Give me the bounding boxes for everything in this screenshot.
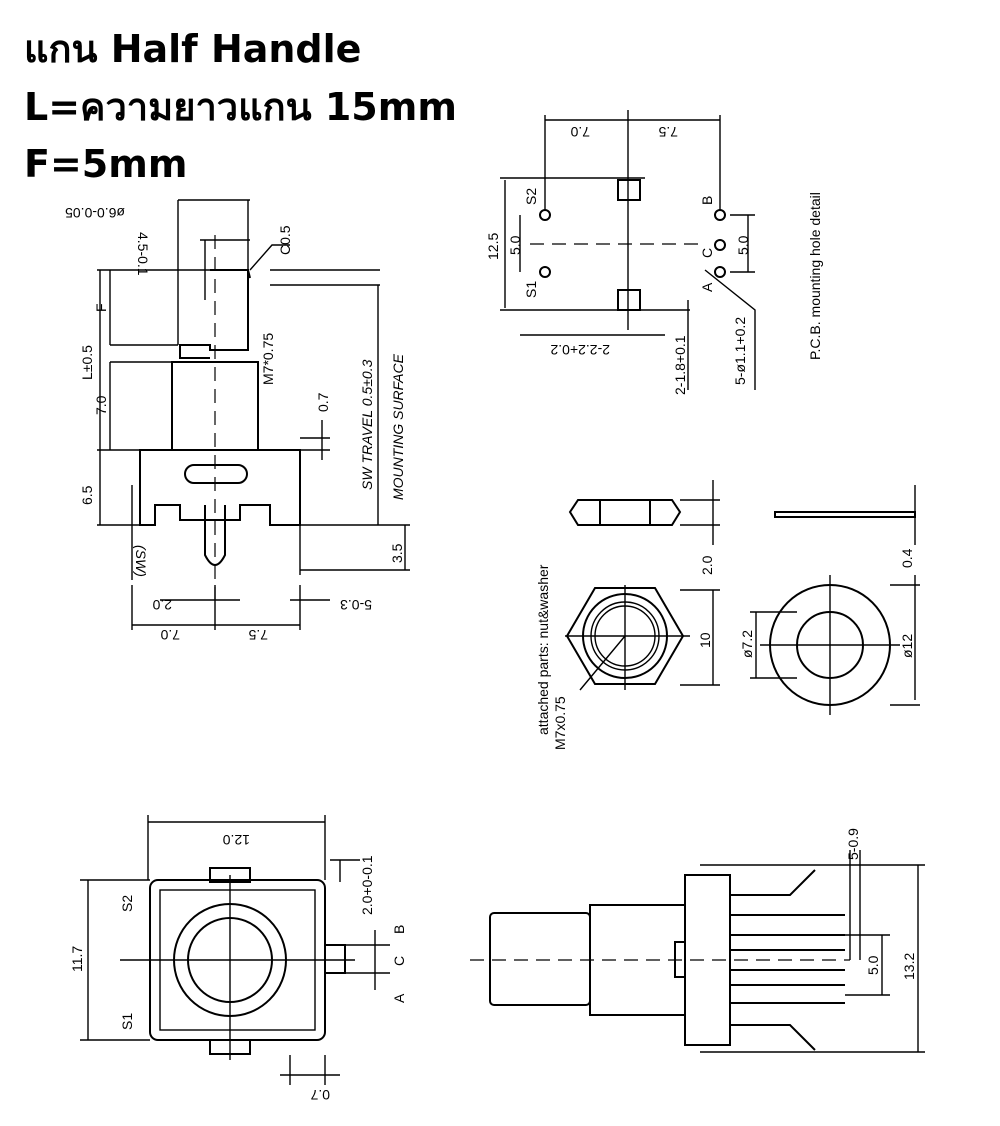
title-line-2: L=ความยาวแกน 15mm	[24, 85, 457, 129]
pcb-b-label: B	[699, 196, 715, 205]
front-s1-label: S1	[119, 1013, 135, 1030]
washer-thickness-label: 0.4	[899, 548, 915, 568]
right-dim-label: 7.5	[248, 627, 268, 643]
pcb-left-label: 7.0	[570, 124, 590, 140]
nut-thread-label: M7x0.75	[552, 696, 568, 750]
mounting-surface-label: MOUNTING SURFACE	[390, 353, 406, 500]
thread-label: M7*0.75	[260, 333, 276, 385]
pcb-title: P.C.B. mounting hole detail	[807, 192, 823, 360]
body-height-label: 6.5	[79, 485, 95, 505]
front-view: 12.0 11.7 2.0+0-0.1 S1 S2 A C B 0.7	[69, 815, 407, 1103]
nut-washer: attached parts: nut&washer M7x0.75 2.0 1…	[535, 480, 920, 750]
f-label: F	[93, 303, 109, 312]
front-bottom-label: 0.7	[310, 1087, 330, 1103]
pcb-right-label: 7.5	[658, 124, 678, 140]
step-label: 0.7	[315, 392, 331, 412]
sw-travel-label: SW TRAVEL 0.5±0.3	[359, 359, 375, 490]
pcb-hole-detail: 7.0 7.5 12.5 5.0 5.0 S1 S2 A B C 2-2.2+0…	[485, 110, 823, 395]
rear-pins-label: 5-0.9	[845, 828, 861, 860]
pcb-s1-label: S1	[523, 281, 539, 298]
front-a-label: A	[391, 993, 407, 1003]
thread-length-label: 7.0	[93, 395, 109, 415]
sw-label: (SW)	[133, 545, 149, 577]
pcb-slot-height-label: 2-1.8+0.1	[672, 335, 688, 395]
pcb-height-label: 12.5	[485, 233, 501, 260]
pcb-sw-pitch-label: 5.0	[507, 235, 523, 255]
nut-width-label: 10	[697, 632, 713, 648]
front-b-label: B	[391, 925, 407, 934]
front-width-label: 12.0	[223, 832, 250, 848]
l-label: L±0.5	[79, 345, 95, 380]
pin-length-label: 3.5	[389, 543, 405, 563]
rear-view: 5-0.9 5.0 13.2	[470, 828, 925, 1053]
rear-pitch-label: 5.0	[865, 955, 881, 975]
pcb-holes-label: 5-ø1.1+0.2	[732, 317, 748, 385]
pcb-enc-pitch-label: 5.0	[735, 235, 751, 255]
left-dim-label: 7.0	[160, 627, 180, 643]
washer-od-label: ø12	[899, 634, 915, 658]
pin-width-label: 2.0	[152, 597, 172, 613]
pcb-a-label: A	[699, 282, 715, 292]
title-line-1: แกน Half Handle	[24, 27, 362, 71]
chamfer-label: C0.5	[277, 225, 293, 255]
nut-thickness-label: 2.0	[699, 555, 715, 575]
flat-label: 4.5-0.1	[135, 232, 151, 276]
front-tab-label: 2.0+0-0.1	[359, 855, 375, 915]
pcb-s2-label: S2	[523, 188, 539, 205]
rear-height-label: 13.2	[901, 953, 917, 980]
shaft-diameter-label: ø6.0-0.05	[65, 205, 125, 221]
parts-title: attached parts: nut&washer	[535, 564, 551, 735]
title-line-3: F=5mm	[24, 142, 188, 186]
side-view: ø6.0-0.05 4.5-0.1 C0.5 F L±0.5 7.0 M7*0.…	[65, 199, 410, 643]
front-c-label: C	[391, 956, 407, 966]
front-height-label: 11.7	[69, 946, 85, 972]
washer-id-label: ø7.2	[739, 630, 755, 658]
tab-width-label: 5-0.3	[340, 597, 372, 613]
front-s2-label: S2	[119, 895, 135, 912]
pcb-c-label: C	[699, 248, 715, 258]
pcb-slot-width-label: 2-2.2+0.2	[550, 342, 610, 358]
